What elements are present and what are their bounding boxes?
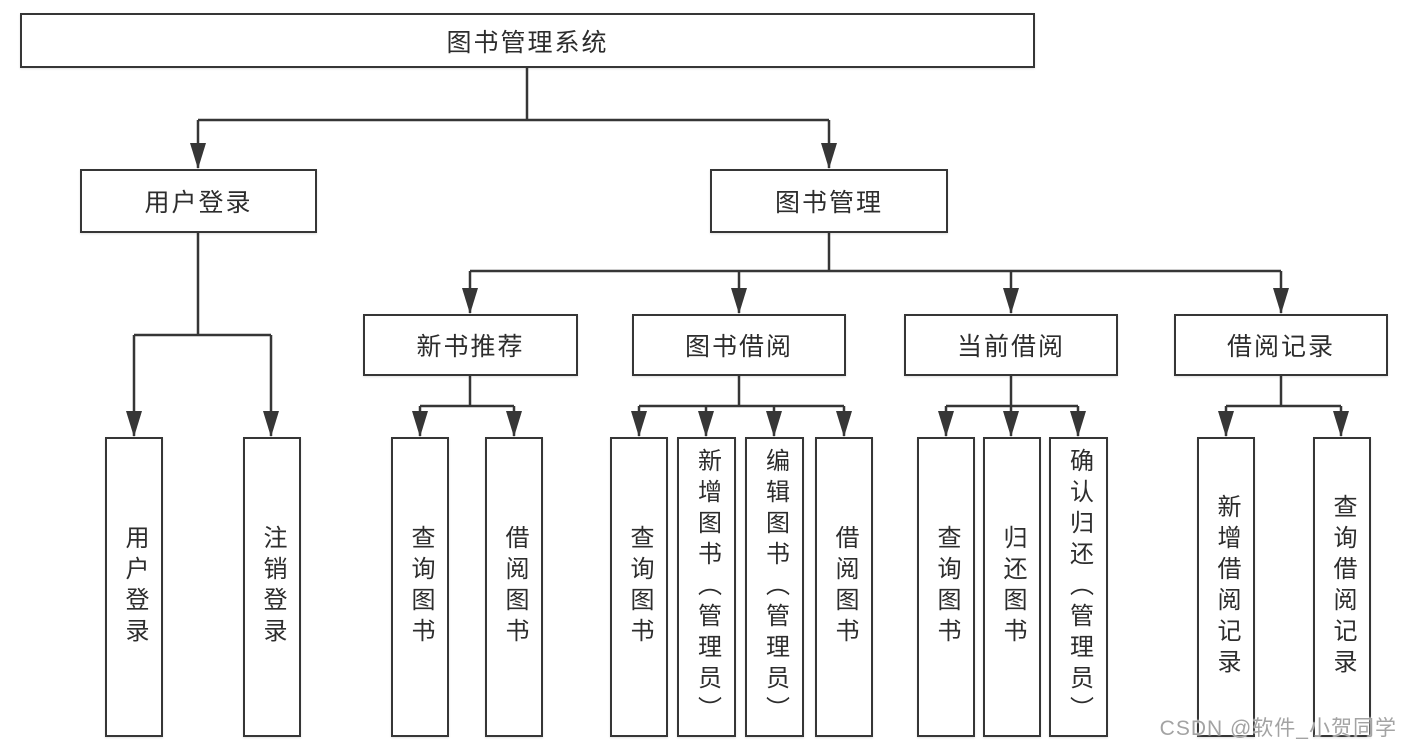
leaf-records-query-record-label: 查询借阅记录 <box>1329 494 1356 680</box>
leaf-current-query-books: 查询图书 <box>917 437 975 737</box>
connector-user-login-children <box>126 233 279 437</box>
node-new-book-recommend: 新书推荐 <box>363 314 578 376</box>
leaf-borrow-borrow-books-label: 借阅图书 <box>831 525 858 649</box>
leaf-recommend-borrow-books-label: 借阅图书 <box>501 525 528 649</box>
leaf-records-query-record: 查询借阅记录 <box>1313 437 1371 737</box>
node-root: 图书管理系统 <box>20 13 1035 68</box>
leaf-current-confirm-return-admin: 确认归还（管理员） <box>1049 437 1108 737</box>
leaf-logout-label: 注销登录 <box>259 525 286 649</box>
leaf-records-add-record-label: 新增借阅记录 <box>1213 494 1240 680</box>
leaf-borrow-edit-books-admin-label: 编辑图书（管理员） <box>761 447 789 727</box>
node-current-borrow: 当前借阅 <box>904 314 1118 376</box>
node-book-management: 图书管理 <box>710 169 948 233</box>
leaf-recommend-query-books: 查询图书 <box>391 437 449 737</box>
node-user-login-label: 用户登录 <box>144 189 253 217</box>
leaf-borrow-query-books: 查询图书 <box>610 437 668 737</box>
connector-borrow-records-children <box>1218 376 1349 437</box>
connector-root-to-level2 <box>190 68 837 169</box>
leaf-borrow-borrow-books: 借阅图书 <box>815 437 873 737</box>
leaf-user-login: 用户登录 <box>105 437 163 737</box>
leaf-recommend-borrow-books: 借阅图书 <box>485 437 543 737</box>
connector-book-borrow-children <box>631 376 852 437</box>
node-book-borrow: 图书借阅 <box>632 314 846 376</box>
connector-new-book-recommend-children <box>412 376 522 437</box>
leaf-borrow-add-books-admin-label: 新增图书（管理员） <box>693 447 721 727</box>
csdn-watermark: CSDN @软件_小贺同学 <box>1159 717 1397 740</box>
leaf-borrow-add-books-admin: 新增图书（管理员） <box>677 437 736 737</box>
leaf-borrow-query-books-label: 查询图书 <box>626 525 653 649</box>
node-book-management-label: 图书管理 <box>774 189 883 217</box>
node-current-borrow-label: 当前借阅 <box>956 333 1065 361</box>
leaf-borrow-edit-books-admin: 编辑图书（管理员） <box>745 437 804 737</box>
leaf-recommend-query-books-label: 查询图书 <box>407 525 434 649</box>
node-borrow-records: 借阅记录 <box>1174 314 1388 376</box>
node-root-label: 图书管理系统 <box>446 28 609 57</box>
node-user-login: 用户登录 <box>80 169 317 233</box>
node-book-borrow-label: 图书借阅 <box>684 333 793 361</box>
leaf-current-confirm-return-admin-label: 确认归还（管理员） <box>1065 447 1093 727</box>
leaf-current-return-books: 归还图书 <box>983 437 1041 737</box>
connector-current-borrow-children <box>938 376 1086 437</box>
leaf-current-return-books-label: 归还图书 <box>999 525 1026 649</box>
node-borrow-records-label: 借阅记录 <box>1226 333 1335 361</box>
leaf-user-login-label: 用户登录 <box>121 525 148 649</box>
leaf-logout: 注销登录 <box>243 437 301 737</box>
node-new-book-recommend-label: 新书推荐 <box>416 333 525 361</box>
leaf-current-query-books-label: 查询图书 <box>933 525 960 649</box>
leaf-records-add-record: 新增借阅记录 <box>1197 437 1255 737</box>
connector-book-management-children <box>462 233 1289 314</box>
